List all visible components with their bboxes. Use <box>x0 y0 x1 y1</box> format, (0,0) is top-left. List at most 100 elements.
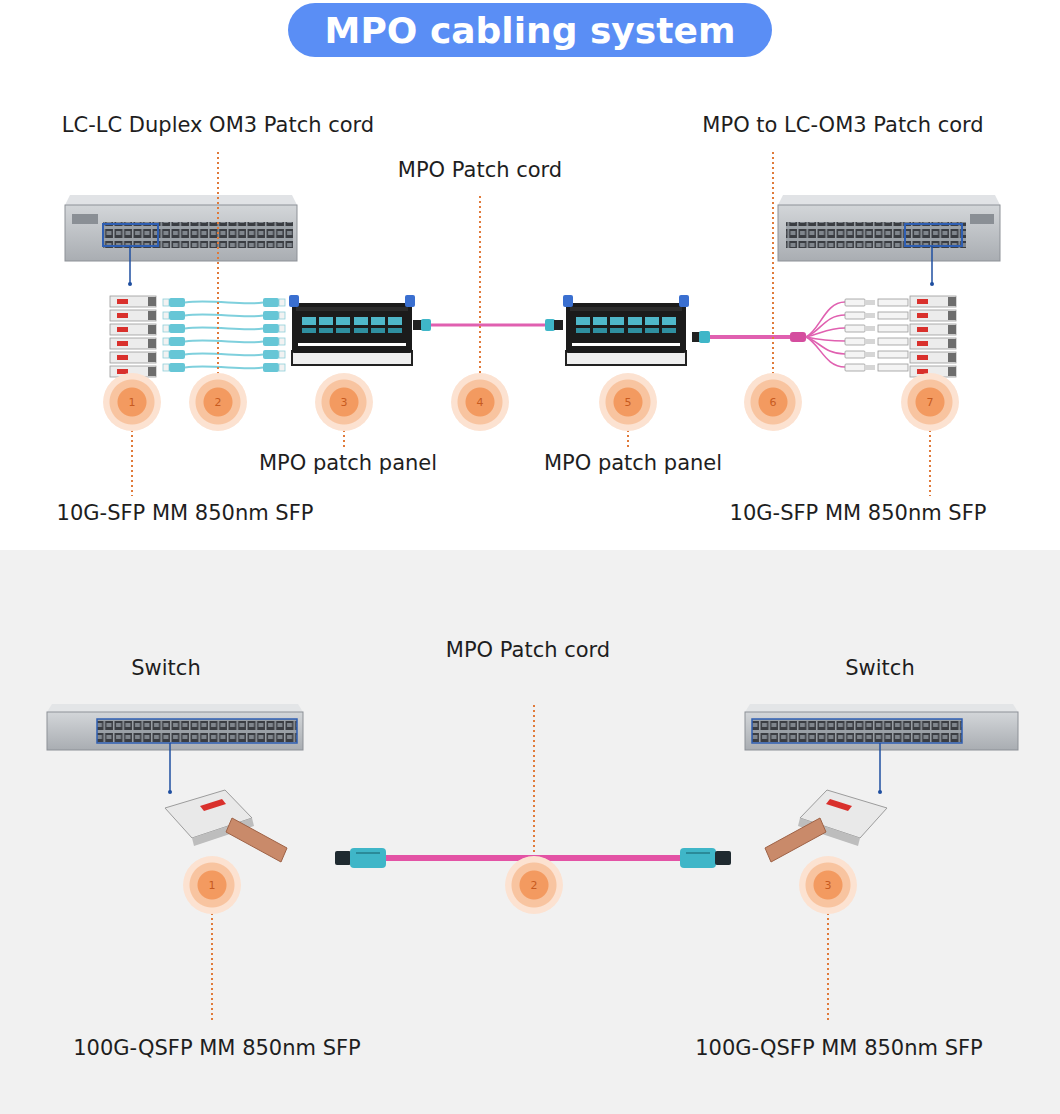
callout-circle: 7 <box>901 373 959 431</box>
switch-chassis <box>786 222 966 248</box>
callout-number: 1 <box>129 396 136 409</box>
sfp-stack <box>110 310 156 321</box>
patch-panel <box>289 295 415 365</box>
mpo-fanout-cord <box>845 364 875 371</box>
sfp-stack <box>910 352 956 363</box>
callout-number: 3 <box>341 396 348 409</box>
switch-chassis <box>97 719 297 743</box>
switch-chassis <box>778 195 1000 205</box>
switch-chassis <box>786 222 966 248</box>
leader-line <box>929 430 931 496</box>
mpo-fanout-cord <box>699 331 710 343</box>
switch-chassis <box>47 704 303 712</box>
switch-chassis <box>169 743 171 792</box>
mpo-fanout-cord <box>710 335 792 339</box>
switch-chassis <box>103 222 293 248</box>
mpo-cord <box>545 319 555 331</box>
callout-number: 4 <box>477 396 484 409</box>
switch-chassis <box>103 224 158 246</box>
sfp-stack <box>910 296 956 307</box>
mpo-fanout-cord <box>878 312 908 319</box>
title-text: MPO cabling system <box>325 10 736 51</box>
switch-chassis <box>778 195 1000 286</box>
switch-chassis <box>905 224 962 246</box>
mpo-fanout-cord <box>845 312 875 319</box>
switch-chassis <box>970 214 994 224</box>
sfp-stack <box>110 324 156 335</box>
mpo-cord <box>428 324 548 327</box>
mpo-fanout-cord <box>790 332 806 342</box>
mpo-cord <box>686 852 710 854</box>
switch-chassis <box>752 719 962 743</box>
leader-line <box>212 705 828 1022</box>
sfp-stack <box>110 296 156 307</box>
mpo-fanout-cord <box>845 338 875 345</box>
mpo-cord <box>715 851 731 865</box>
sfp-stack <box>910 338 956 349</box>
callout-number: 2 <box>215 396 222 409</box>
mpo-fanout-cord <box>878 351 908 358</box>
leader-line <box>211 913 213 1022</box>
mpo-fanout-cord <box>878 299 908 306</box>
leader-line <box>343 430 345 450</box>
callout-number: 3 <box>825 879 832 892</box>
sfp-stack <box>910 310 956 321</box>
sfp-stack <box>110 352 156 363</box>
callout-circle: 2 <box>189 373 247 431</box>
qsfp-module <box>765 790 887 862</box>
mpo-cord <box>356 852 380 854</box>
switch-chassis <box>168 790 172 794</box>
switch-chassis <box>745 712 1018 750</box>
lc-cord-bundle <box>163 337 285 346</box>
switch-chassis <box>745 704 1018 712</box>
callout-circle: 1 <box>183 856 241 914</box>
lc-cord-bundle <box>163 311 285 320</box>
part-label: MPO patch panel <box>158 449 538 477</box>
title-pill: MPO cabling system <box>288 3 772 57</box>
switch-chassis <box>47 704 303 794</box>
part-label: 100G-QSFP MM 850nm SFP <box>649 1034 1029 1062</box>
switch-chassis <box>65 195 297 205</box>
callout-circle: 4 <box>451 373 509 431</box>
callout-number: 2 <box>531 879 538 892</box>
mpo-fanout-cord <box>806 328 845 337</box>
lc-cord-bundle <box>163 298 285 307</box>
switch-chassis <box>778 205 1000 261</box>
lc-cord-bundle <box>163 350 285 359</box>
part-label: MPO Patch cord <box>338 636 718 664</box>
switch-chassis <box>879 743 881 792</box>
mpo-cord <box>350 848 386 868</box>
part-label: 10G-SFP MM 850nm SFP <box>668 499 1048 527</box>
leader-line <box>627 430 629 450</box>
mpo-fanout-cord <box>878 338 908 345</box>
qsfp-module <box>165 790 287 862</box>
lc-cord-bundle <box>163 324 285 333</box>
switch-chassis <box>752 719 962 743</box>
callout-circle: 3 <box>315 373 373 431</box>
mpo-fanout-cord <box>878 364 908 371</box>
part-label: 100G-QSFP MM 850nm SFP <box>27 1034 407 1062</box>
mpo-fanout-cord <box>878 299 908 371</box>
callout-number: 1 <box>209 879 216 892</box>
mpo-cord <box>413 320 422 330</box>
callout-circle: 2 <box>505 856 563 914</box>
part-label: MPO Patch cord <box>290 156 670 184</box>
switch-chassis <box>65 195 297 286</box>
sfp-stack <box>910 296 956 377</box>
patch-panel <box>563 295 689 365</box>
switch-chassis <box>129 246 131 284</box>
switch-chassis <box>47 712 303 750</box>
switch-chassis <box>103 222 293 248</box>
part-label: Switch <box>0 654 356 682</box>
mpo-cord <box>335 851 351 865</box>
qsfp-module <box>765 790 887 862</box>
leader-line <box>479 196 481 374</box>
mpo-cord <box>680 848 716 868</box>
callout-circle: 5 <box>599 373 657 431</box>
section-background <box>0 550 1060 1114</box>
mpo-fanout-cord <box>806 315 845 337</box>
leader-line <box>132 152 930 496</box>
callout-circle: 1 <box>103 373 161 431</box>
leader-line <box>772 152 774 374</box>
